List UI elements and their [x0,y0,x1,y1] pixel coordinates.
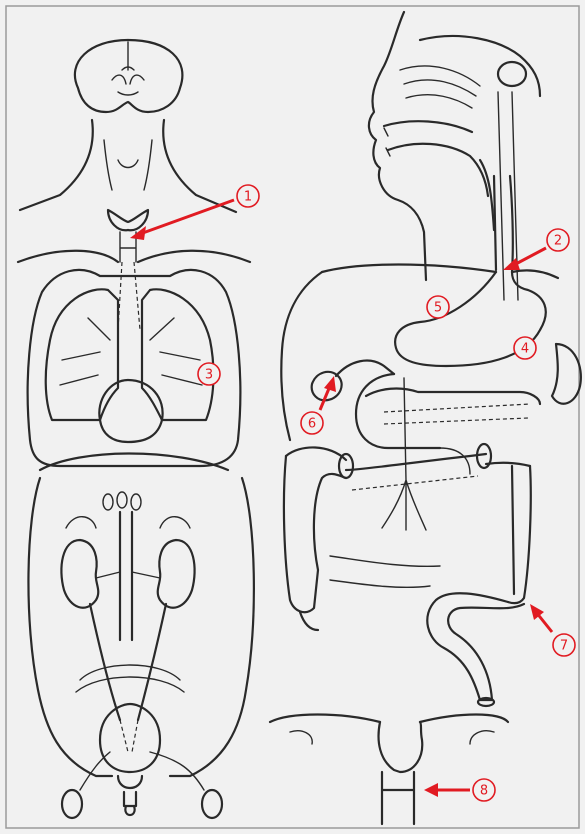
adrenal-left [66,517,96,528]
left-testis [62,790,82,818]
ureter-dashed [120,720,138,752]
adrenal-right [160,517,190,528]
uterus-tubes [270,715,508,723]
spermatic-cord-right [150,752,204,790]
spleen [552,344,581,404]
ovaries [290,731,494,744]
prostate [118,776,142,806]
callout-3: 3 [198,363,220,385]
clavicle-right [138,251,250,262]
callout-8-arrowhead [424,783,438,797]
cecum [300,612,318,630]
vertebra-3 [131,494,141,510]
penis [125,806,134,815]
left-kidney [61,540,98,608]
nasal-turbinates [400,66,480,108]
callout-4: 4 [514,337,536,359]
iliac-lines [76,665,184,692]
ascending-colon [284,456,346,612]
brain-ventricles [112,67,144,95]
vertebra-1 [103,494,113,510]
colon-cut-right [477,444,491,468]
esophagus-left [494,176,496,270]
callout-5: 5 [427,296,449,318]
left-lung [46,289,118,420]
neck-left-outline [20,120,93,210]
trachea-dashed [118,262,140,330]
callout-6: 6 [301,376,336,434]
callout-6-label: 6 [308,417,316,432]
diaphragm [40,454,228,471]
bronchi [60,318,202,385]
callout-1-label: 1 [244,190,252,205]
transverse-colon [286,447,530,470]
pancreas-dashed [384,404,530,424]
bile-duct [336,361,394,376]
right-kidney [158,540,195,608]
renal-vessels [96,572,160,578]
abdomen-outline [28,478,253,776]
esophagus-right [510,176,513,272]
vagina [382,772,414,824]
neck-inner-lines [104,140,152,190]
callout-8: 8 [424,779,495,801]
heart [99,380,162,442]
neck-right-outline [163,120,236,212]
descending-colon [508,466,531,603]
callout-6-arrow [320,386,330,410]
right-testis [202,790,222,818]
clavicle-left [18,251,118,262]
pancreas [366,389,540,404]
aorta [120,512,132,640]
diaphragm-right [322,265,496,273]
callout-2-label: 2 [554,234,562,249]
teeth-marks [384,128,390,156]
left-ureter [90,604,120,720]
callout-1-arrow [140,200,234,234]
bladder [100,704,160,772]
callout-3-label: 3 [205,368,213,383]
callout-7: 7 [530,604,575,656]
callout-7-label: 7 [560,639,568,654]
oral-cavity [384,121,488,196]
colon-dashed [352,476,478,490]
pituitary [498,62,526,86]
vertebra-2 [117,492,127,508]
sigmoid-colon [427,593,524,700]
callout-6-arrowhead [324,376,336,392]
colon-cut-left [339,454,353,478]
diaphragm-right-side [512,270,558,278]
right-ureter [138,604,166,720]
right-lung [142,289,213,420]
callout-5-label: 5 [434,301,442,316]
callout-8-label: 8 [480,784,488,799]
uterus-body [379,722,423,772]
callout-4-label: 4 [521,342,529,357]
left-body-figure [18,40,254,818]
thyroid-gland [108,210,148,230]
mesenteric-vessels [382,378,426,530]
